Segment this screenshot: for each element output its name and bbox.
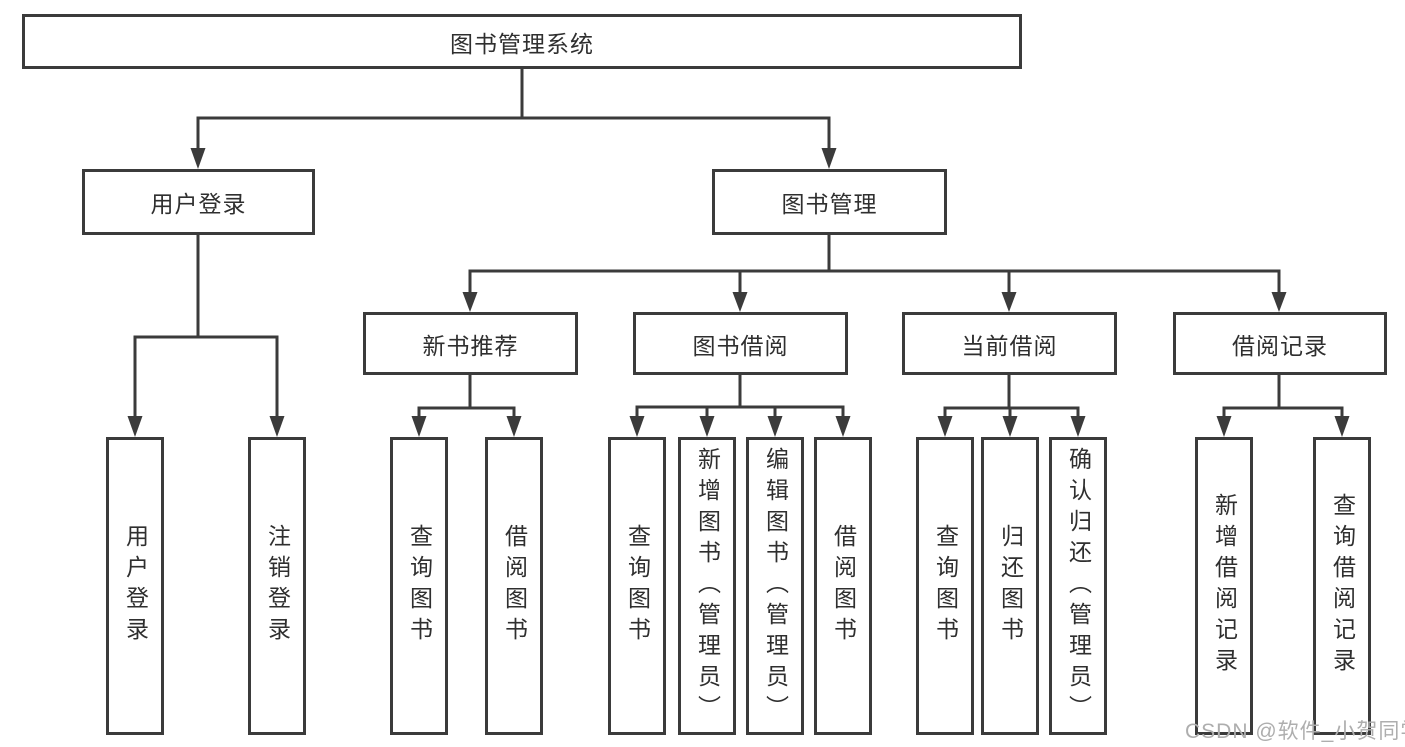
branch-user-login	[127, 235, 285, 437]
node-book-management: 图书管理	[712, 169, 947, 235]
leaf-query-books-recommend: 查询图书	[390, 437, 448, 735]
leaf-query-borrow-record: 查询借阅记录	[1313, 437, 1371, 735]
node-borrow-records: 借阅记录	[1173, 312, 1387, 375]
branch-borrow-records	[1216, 375, 1350, 437]
branch-new-books	[411, 375, 522, 437]
node-user-login: 用户登录	[82, 169, 315, 235]
leaf-add-borrow-record: 新增借阅记录	[1195, 437, 1253, 735]
branch-current-borrow	[937, 375, 1086, 437]
leaf-return-books: 归还图书	[981, 437, 1039, 735]
node-book-borrow: 图书借阅	[633, 312, 848, 375]
node-root-system: 图书管理系统	[22, 14, 1022, 69]
branch-book-borrow	[629, 375, 851, 437]
leaf-query-books-borrow: 查询图书	[608, 437, 666, 735]
leaf-confirm-return-admin: 确认归还（管理员）	[1049, 437, 1107, 735]
branch-root	[190, 69, 837, 169]
leaf-edit-books-admin: 编辑图书（管理员）	[746, 437, 804, 735]
node-new-book-recommend: 新书推荐	[363, 312, 578, 375]
node-current-borrow: 当前借阅	[902, 312, 1117, 375]
leaf-borrow-books-recommend: 借阅图书	[485, 437, 543, 735]
branch-book-management	[462, 235, 1287, 312]
leaf-user-login: 用户登录	[106, 437, 164, 735]
leaf-add-books-admin: 新增图书（管理员）	[678, 437, 736, 735]
leaf-query-books-current: 查询图书	[916, 437, 974, 735]
leaf-borrow-books: 借阅图书	[814, 437, 872, 735]
leaf-logout: 注销登录	[248, 437, 306, 735]
csdn-watermark: CSDN @软件_小贺同学	[1185, 720, 1405, 743]
